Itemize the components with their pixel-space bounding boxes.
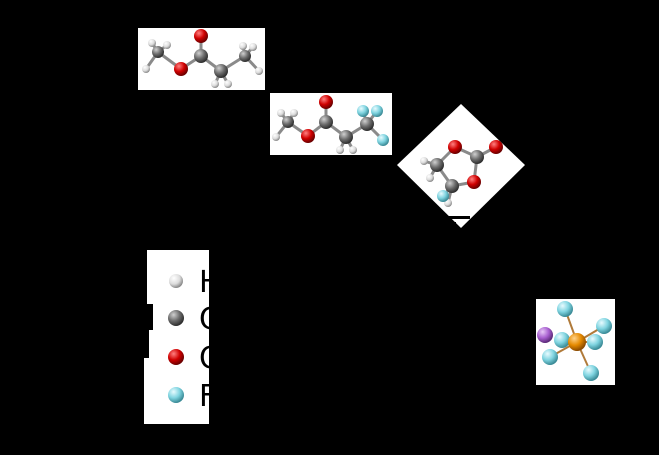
atom-o-icon — [319, 95, 333, 109]
atom-c-icon — [214, 64, 228, 78]
molecule-fluoroethylene-carbonate — [397, 104, 525, 228]
atom-li-icon — [537, 327, 553, 343]
atom-h-icon — [420, 157, 428, 165]
legend-label-h: H — [199, 265, 222, 300]
atom-h-icon — [148, 39, 156, 47]
atom-h-icon — [224, 80, 232, 88]
atom-f-icon — [587, 334, 603, 350]
legend-f-swatch-icon — [168, 387, 184, 403]
atom-c-icon — [194, 49, 208, 63]
atom-h-icon — [290, 109, 298, 117]
atom-c-icon — [282, 116, 294, 128]
legend-label-o: O — [199, 341, 223, 376]
atom-h-icon — [142, 65, 150, 73]
legend-h-swatch-icon — [169, 274, 183, 288]
atom-c-icon — [360, 117, 374, 131]
atom-o-icon — [448, 140, 462, 154]
atom-c-icon — [239, 50, 251, 62]
atom-h-icon — [336, 146, 344, 154]
atom-f-icon — [596, 318, 612, 334]
atom-c-icon — [339, 130, 353, 144]
atom-o-icon — [301, 129, 315, 143]
molecule-methyl-trifluoropropionate — [270, 93, 392, 155]
atom-f-icon — [371, 105, 383, 117]
atom-h-icon — [255, 67, 263, 75]
atom-h-icon — [272, 133, 280, 141]
atom-f-icon — [557, 301, 573, 317]
atom-h-icon — [249, 43, 257, 51]
atom-f-icon — [357, 105, 369, 117]
panel-fragment — [440, 216, 470, 219]
molecule-panel — [397, 104, 525, 228]
atom-o-icon — [489, 140, 503, 154]
atom-c-icon — [152, 46, 164, 58]
atom-p-icon — [568, 333, 586, 351]
atom-o-icon — [174, 62, 188, 76]
atom-f-icon — [437, 190, 449, 202]
atom-f-icon — [542, 349, 558, 365]
legend-c-swatch-icon — [168, 310, 184, 326]
atom-o-icon — [467, 175, 481, 189]
atom-c-icon — [430, 158, 444, 172]
atom-c-icon — [445, 179, 459, 193]
atom-c-icon — [319, 115, 333, 129]
panel-fragment — [448, 222, 456, 224]
atom-o-icon — [194, 29, 208, 43]
atom-legend: H C O F — [144, 250, 223, 424]
atom-f-icon — [583, 365, 599, 381]
legend-o-swatch-icon — [168, 349, 184, 365]
molecule-lithium-hexafluorophosphate — [536, 299, 615, 385]
atom-f-icon — [377, 134, 389, 146]
atom-c-icon — [470, 150, 484, 164]
atom-h-icon — [211, 80, 219, 88]
atom-f-icon — [554, 332, 570, 348]
legend-label-f: F — [199, 379, 216, 414]
molecule-methyl-propionate — [138, 28, 265, 90]
atom-h-icon — [239, 42, 247, 50]
atom-h-icon — [277, 109, 285, 117]
atom-h-icon — [349, 146, 357, 154]
atom-h-icon — [163, 41, 171, 49]
legend-label-c: C — [199, 302, 220, 337]
atom-h-icon — [426, 174, 434, 182]
